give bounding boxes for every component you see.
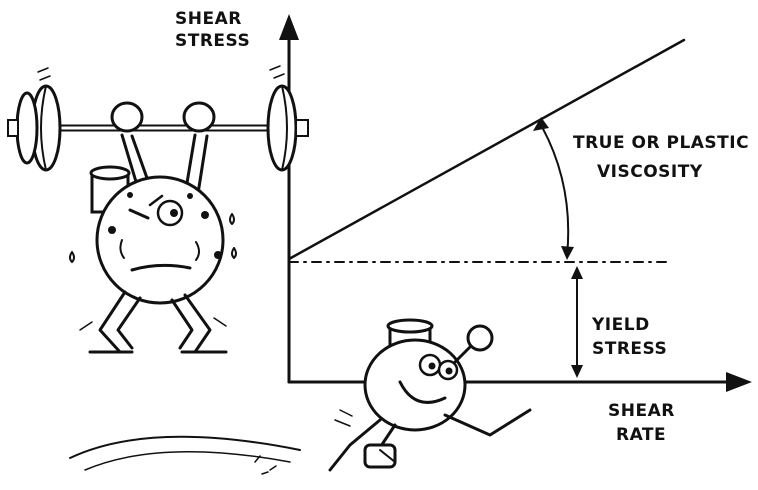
y-axis-arrowhead <box>279 14 299 40</box>
left-hand <box>112 103 142 131</box>
yield-stress-arrow <box>571 266 583 378</box>
yield-label-line2: STRESS <box>592 339 667 359</box>
x-axis-label-line2: RATE <box>616 425 666 445</box>
barbell-left-plates <box>8 86 60 170</box>
arc-arrowhead-top <box>533 117 549 131</box>
viscosity-label-line2: VISCOSITY <box>597 162 703 182</box>
yield-label-line1: YIELD <box>591 315 650 335</box>
x-axis-label-line1: SHEAR <box>608 401 675 421</box>
motion-streak <box>70 437 300 474</box>
y-axis-label-line2: STRESS <box>175 31 250 51</box>
weightlifter-flask-illustration <box>8 66 308 352</box>
viscosity-label-line1: TRUE OR PLASTIC <box>573 133 749 153</box>
yield-arrowhead-bottom <box>571 365 583 378</box>
right-hand <box>184 103 214 131</box>
x-axis <box>289 372 752 392</box>
falling-flask-illustration <box>330 320 530 470</box>
barbell-right-plates <box>268 86 308 170</box>
x-axis-arrowhead <box>726 372 752 392</box>
viscosity-angle-arc <box>533 117 574 260</box>
flask-body <box>97 177 223 303</box>
y-axis-label-line1: SHEAR <box>175 9 242 29</box>
arc-arrowhead-bottom <box>561 246 574 260</box>
yield-arrowhead-top <box>571 266 583 279</box>
y-axis <box>279 14 299 382</box>
